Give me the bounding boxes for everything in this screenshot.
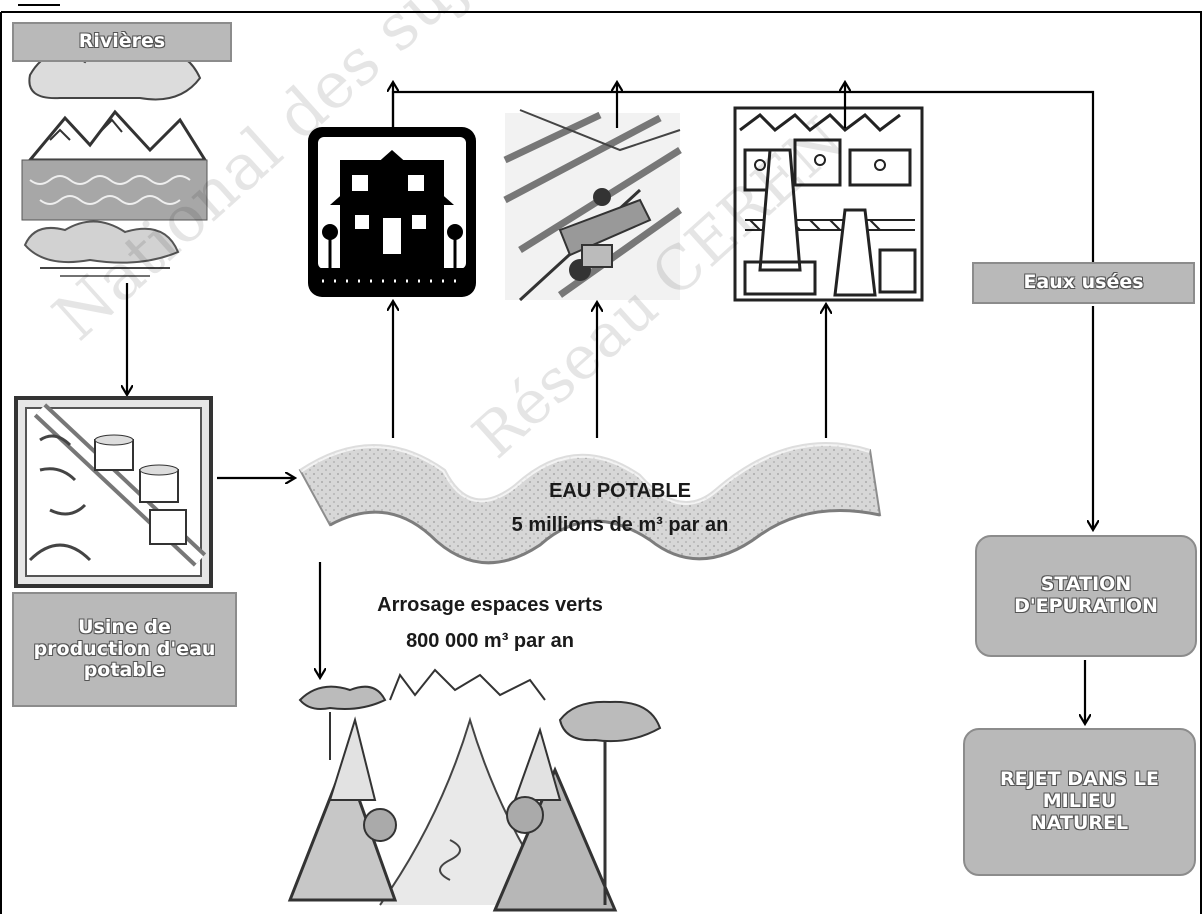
water-pipe <box>298 440 882 565</box>
pipe-title: EAU POTABLE <box>549 480 691 502</box>
label-rejet-milieu-naturel: REJET DANS LE MILIEU NATUREL <box>963 728 1196 876</box>
factory-icon <box>733 106 924 302</box>
label-eaux-usees: Eaux usées <box>972 262 1195 304</box>
label-rivieres: Rivières <box>12 22 232 62</box>
label-station-epuration: STATION D'EPURATION <box>975 535 1197 657</box>
agriculture-icon <box>503 109 683 302</box>
water-plant-icon <box>14 396 213 588</box>
arrosage-label: Arrosage espaces verts <box>377 594 603 616</box>
label-usine: Usine de production d'eau potable <box>12 592 237 707</box>
green-space-icon <box>287 668 662 912</box>
arrosage-volume: 800 000 m³ par an <box>406 630 574 652</box>
pipe-volume: 5 millions de m³ par an <box>511 514 729 536</box>
river-landscape-icon <box>21 43 208 277</box>
house-icon <box>308 127 476 297</box>
